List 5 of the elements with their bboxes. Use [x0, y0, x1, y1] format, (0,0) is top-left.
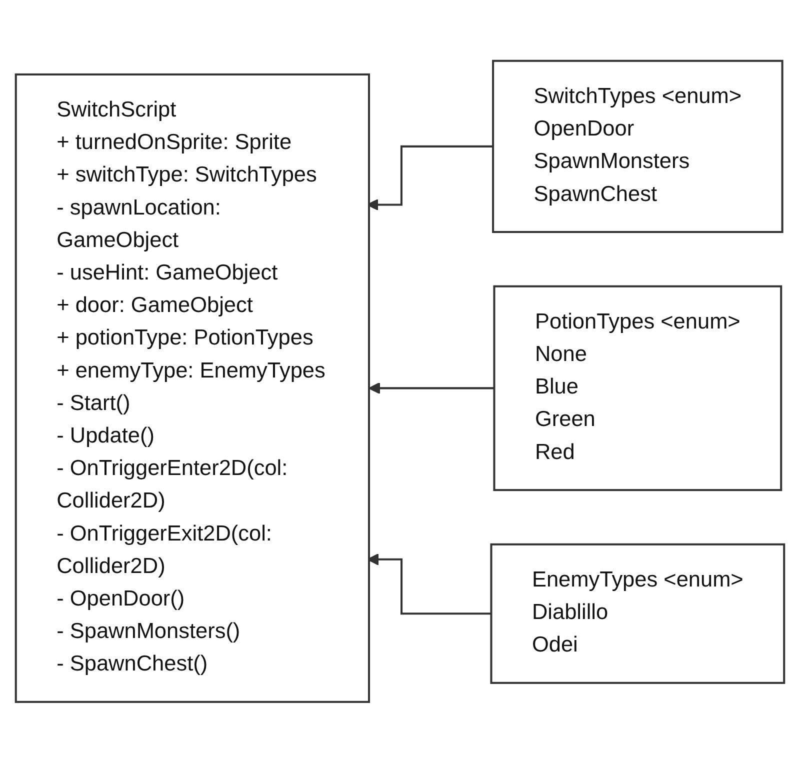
node-box: PotionTypes <enum> None Blue Green Red — [493, 285, 782, 492]
node-box: EnemyTypes <enum> Diablillo Odei — [490, 543, 786, 684]
node-box: SwitchTypes <enum> OpenDoor SpawnMonsters SpawnChest — [492, 60, 784, 234]
arrow — [368, 382, 494, 394]
node-box: SwitchScript + turnedOnSprite: Sprite + switchType: SwitchTypes - spawnLocation: GameObject - useHint: GameObject + door: GameObject + potionType: PotionTypes + enemyType: EnemyTypes - Start() - Update() - OnTriggerEnter2D(col: Collider2D) - OnTriggerExit2D(col: Collider2D) - OpenDoor() - SpawnMonsters() - SpawnChest() — [14, 74, 370, 704]
